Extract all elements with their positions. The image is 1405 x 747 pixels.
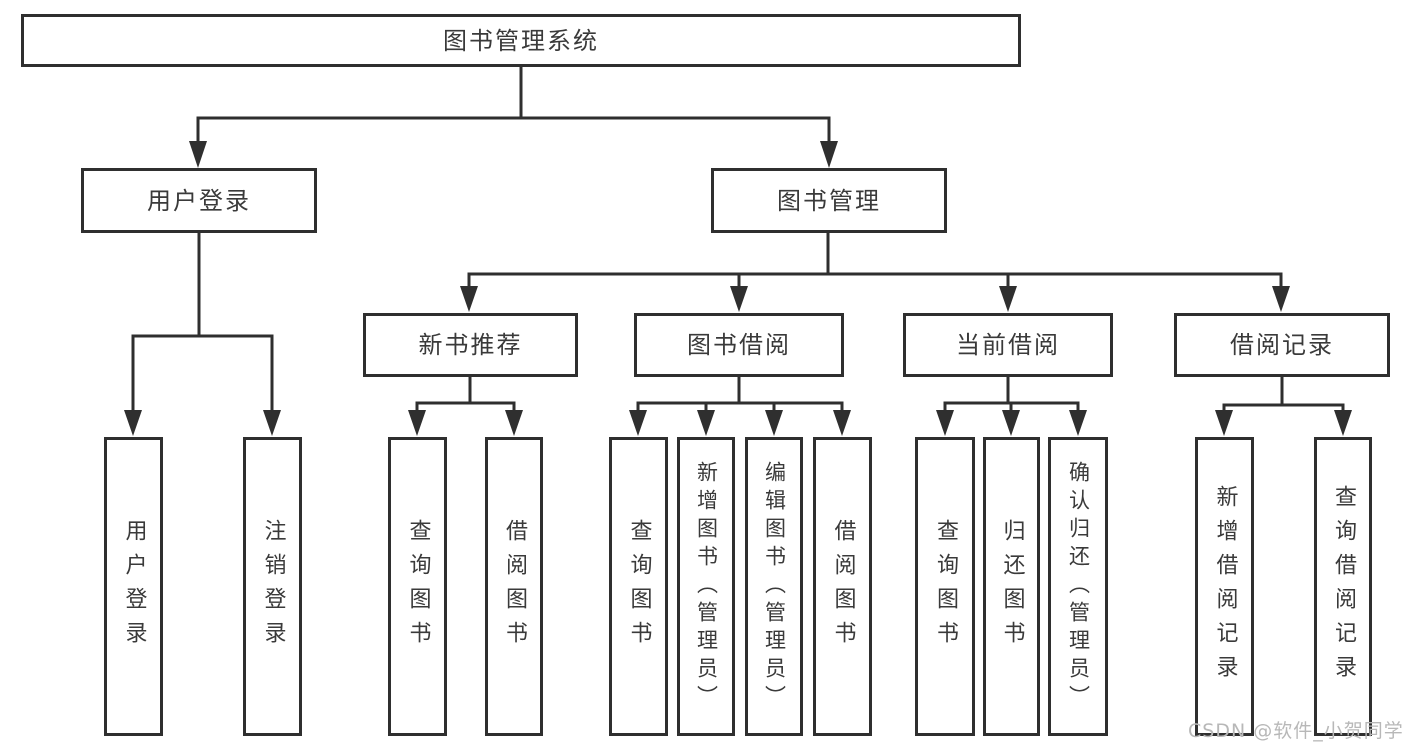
- leaf-user-login-label: 用户登录: [121, 518, 147, 655]
- leaf-add-borrow-record: 新增借阅记录: [1195, 437, 1254, 736]
- leaf-logout-label: 注销登录: [260, 518, 286, 655]
- leaf-query-books-current-label: 查询图书: [933, 518, 958, 655]
- leaf-borrow-books: 借阅图书: [813, 437, 872, 736]
- leaf-user-login: 用户登录: [104, 437, 163, 736]
- leaf-borrow-books-recommend: 借阅图书: [485, 437, 543, 736]
- leaf-query-books-borrow: 查询图书: [609, 437, 668, 736]
- node-current-borrow-label: 当前借阅: [956, 331, 1060, 359]
- leaf-logout: 注销登录: [243, 437, 302, 736]
- leaf-add-book-admin: 新增图书（管理员）: [677, 437, 735, 736]
- node-new-book-recommend-label: 新书推荐: [418, 331, 523, 359]
- node-book-borrow-label: 图书借阅: [687, 331, 791, 359]
- node-new-book-recommend: 新书推荐: [363, 313, 578, 377]
- node-user-login: 用户登录: [81, 168, 317, 233]
- node-root-label: 图书管理系统: [443, 26, 599, 55]
- node-book-management-label: 图书管理: [777, 186, 881, 215]
- leaf-query-books-recommend-label: 查询图书: [405, 518, 431, 655]
- leaf-edit-book-admin-label: 编辑图书（管理员）: [762, 460, 787, 713]
- node-root: 图书管理系统: [21, 14, 1021, 67]
- leaf-query-books-current: 查询图书: [915, 437, 975, 736]
- leaf-add-book-admin-label: 新增图书（管理员）: [694, 460, 719, 713]
- node-borrow-records: 借阅记录: [1174, 313, 1390, 377]
- leaf-borrow-books-label: 借阅图书: [830, 518, 856, 655]
- leaf-confirm-return-admin: 确认归还（管理员）: [1048, 437, 1108, 736]
- leaf-return-book: 归还图书: [983, 437, 1040, 736]
- node-user-login-label: 用户登录: [147, 186, 251, 215]
- leaf-edit-book-admin: 编辑图书（管理员）: [745, 437, 803, 736]
- node-book-borrow: 图书借阅: [634, 313, 844, 377]
- node-book-management: 图书管理: [711, 168, 947, 233]
- watermark: CSDN @软件_小贺同学: [1188, 720, 1404, 742]
- node-current-borrow: 当前借阅: [903, 313, 1113, 377]
- leaf-borrow-books-recommend-label: 借阅图书: [502, 518, 527, 655]
- node-borrow-records-label: 借阅记录: [1230, 331, 1334, 359]
- leaf-confirm-return-admin-label: 确认归还（管理员）: [1066, 460, 1091, 713]
- leaf-add-borrow-record-label: 新增借阅记录: [1212, 484, 1238, 689]
- leaf-query-books-recommend: 查询图书: [388, 437, 447, 736]
- leaf-query-borrow-record: 查询借阅记录: [1314, 437, 1372, 736]
- leaf-return-book-label: 归还图书: [999, 518, 1025, 655]
- leaf-query-books-borrow-label: 查询图书: [626, 518, 652, 655]
- leaf-query-borrow-record-label: 查询借阅记录: [1331, 484, 1356, 689]
